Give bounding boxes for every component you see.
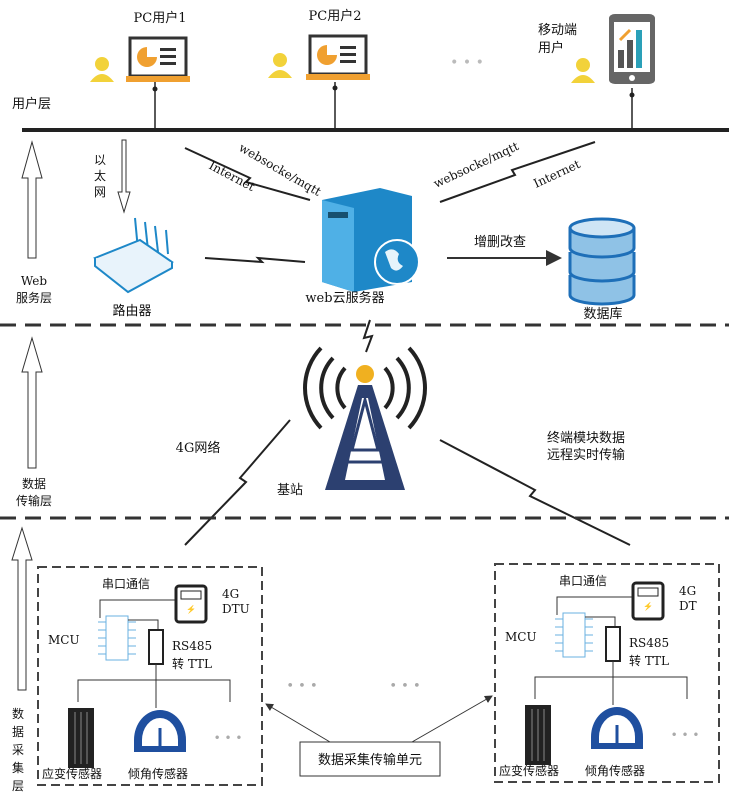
4g-network-label: 4G网络 (176, 440, 221, 456)
router-icon (93, 217, 174, 294)
rs485-label: RS485 (172, 639, 212, 653)
person-icon (268, 53, 292, 78)
person-icon (571, 58, 595, 83)
layer-char: 据 (12, 725, 24, 739)
mobile-user: 移动端 用户 (538, 14, 655, 130)
dtu-icon: ⚡ (174, 584, 208, 624)
pc-user-1-label: PC用户1 (134, 10, 187, 26)
mcu-label: MCU (505, 630, 537, 644)
strain-sensor-label: 应变传感器 (42, 766, 102, 781)
dtu-icon: ⚡ (631, 581, 665, 621)
ttl-label: 转 TTL (629, 653, 669, 668)
mobile-user-label-2: 用户 (538, 40, 564, 56)
internet-right-label: Internet (531, 157, 582, 191)
up-arrow-icon (11, 526, 33, 691)
pc-user-1: PC用户1 (90, 10, 190, 130)
server-icon (322, 188, 420, 292)
tilt-sensor-icon (134, 710, 186, 752)
ethernet-label: 以 太 网 (94, 153, 106, 199)
remote-transmit-label-2: 远程实时传输 (547, 447, 625, 463)
svg-text:⚡: ⚡ (186, 604, 196, 614)
internet-left-label: Internet (207, 158, 258, 194)
down-arrow-icon (117, 139, 131, 214)
serial-comm-label: 串口通信 (559, 574, 607, 588)
mobile-user-label-1: 移动端 (538, 23, 577, 38)
dtu-label-1: 4G (679, 584, 696, 598)
database-label: 数据库 (583, 306, 622, 322)
mcu-label: MCU (48, 633, 80, 647)
server-label: web云服务器 (305, 290, 384, 306)
pc-user-2-label: PC用户2 (309, 8, 362, 24)
layer-char: 集 (12, 760, 24, 775)
lightning-link-icon (439, 439, 631, 546)
dtu-label-2: DTU (222, 602, 250, 616)
laptop-icon (126, 36, 190, 82)
ethernet-char: 网 (94, 185, 106, 199)
router-label: 路由器 (112, 303, 151, 319)
strain-sensor-label: 应变传感器 (499, 763, 559, 778)
strain-sensor-icon (525, 705, 551, 765)
ttl-label: 转 TTL (172, 656, 212, 671)
laptop-icon (306, 34, 370, 80)
web-layer-label-1: Web (21, 274, 47, 288)
svg-text:⚡: ⚡ (643, 601, 653, 611)
up-arrow-icon (21, 140, 43, 259)
remote-transmit-label-1: 终端模块数据 (547, 430, 625, 446)
tilt-sensor-label: 倾角传感器 (585, 763, 645, 778)
base-station-label: 基站 (277, 483, 303, 498)
strain-sensor-icon (68, 708, 94, 768)
more-units-ellipsis: • • • (286, 679, 317, 694)
lightning-icon (362, 319, 374, 353)
more-units-ellipsis: • • • (389, 679, 420, 694)
tilt-sensor-icon (591, 707, 643, 749)
user-layer-label: 用户层 (12, 96, 51, 112)
database-icon (568, 217, 636, 306)
rs485-module-icon (605, 626, 621, 662)
acquisition-unit-callout: 数据采集传输单元 (265, 695, 493, 777)
layer-char: 采 (12, 743, 24, 757)
phone-icon (609, 14, 655, 84)
more-sensors-ellipsis: • • • (214, 731, 243, 745)
rs485-module-icon (148, 629, 164, 665)
lightning-link-icon (184, 147, 311, 201)
protocol-right-label: websocke/mqtt (431, 139, 521, 191)
up-arrow-icon (21, 336, 43, 469)
acquisition-unit-2: 串口通信 ⚡ 4G DT MCU RS485 转 TTL • • • 应变传感器… (494, 563, 720, 783)
person-icon (90, 57, 114, 82)
transmission-layer-label-2: 传输层 (16, 493, 52, 508)
serial-comm-label: 串口通信 (102, 577, 150, 591)
acquisition-unit-label: 数据采集传输单元 (318, 752, 422, 768)
pc-user-2: PC用户2 (268, 8, 370, 130)
layer-char: 数 (12, 706, 24, 721)
acquisition-unit-1: 串口通信 ⚡ 4G DTU MCU RS485 转 TTL • • • 应变传感… (37, 566, 263, 786)
more-sensors-ellipsis: • • • (671, 728, 700, 742)
mcu-chip-icon (98, 615, 136, 661)
lightning-link-icon (204, 256, 306, 264)
cell-tower-icon (303, 346, 427, 490)
more-users-ellipsis: • • • (450, 55, 484, 71)
crud-label: 增删改查 (474, 235, 526, 250)
layer-char: 层 (12, 779, 24, 792)
transmission-layer-label-1: 数据 (22, 476, 46, 491)
dtu-label-2: DT (679, 599, 697, 613)
collection-layer-label: 数 据 采 集 层 (12, 706, 24, 792)
lightning-link-icon (184, 419, 291, 546)
rs485-label: RS485 (629, 636, 669, 650)
mcu-chip-icon (555, 612, 593, 658)
ethernet-char: 以 (94, 153, 106, 167)
lightning-link-icon (439, 141, 596, 203)
tilt-sensor-label: 倾角传感器 (128, 766, 188, 781)
dtu-label-1: 4G (222, 587, 239, 601)
ethernet-char: 太 (94, 168, 106, 183)
web-layer-label-2: 服务层 (16, 290, 52, 305)
